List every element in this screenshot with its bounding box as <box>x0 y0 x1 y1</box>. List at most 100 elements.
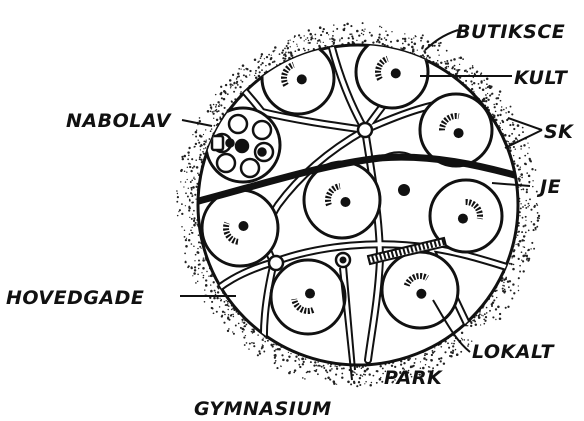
stipple-dot <box>260 64 262 66</box>
stipple-dot <box>244 344 246 346</box>
stipple-dot <box>352 37 354 39</box>
stipple-dot <box>197 252 199 254</box>
stipple-dot <box>334 365 336 367</box>
stipple-dot <box>271 55 272 56</box>
stipple-dot <box>310 37 312 39</box>
stipple-dot <box>188 239 190 241</box>
stipple-dot <box>255 72 257 74</box>
stipple-dot <box>522 188 524 190</box>
stipple-dot <box>455 73 457 75</box>
stipple-dot <box>297 46 298 47</box>
stipple-dot <box>191 180 193 182</box>
stipple-dot <box>326 32 328 34</box>
stipple-dot <box>380 38 382 40</box>
stipple-dot <box>208 276 209 277</box>
stipple-dot <box>215 294 217 296</box>
stipple-dot <box>197 248 198 249</box>
facility-dot <box>297 74 307 84</box>
stipple-dot <box>192 275 193 276</box>
stipple-dot <box>224 312 226 314</box>
stipple-dot <box>447 342 449 344</box>
stipple-dot <box>533 248 535 250</box>
stipple-dot <box>325 378 327 380</box>
stipple-dot <box>194 266 196 268</box>
stipple-dot <box>196 130 197 131</box>
stipple-dot <box>427 55 429 57</box>
stipple-dot <box>263 351 265 353</box>
stipple-dot <box>186 172 187 173</box>
stipple-dot <box>502 290 504 292</box>
stipple-dot <box>483 98 486 101</box>
stipple-dot <box>481 82 483 84</box>
stipple-dot <box>242 64 245 67</box>
stipple-dot <box>330 365 332 367</box>
stipple-dot <box>213 118 214 119</box>
stipple-dot <box>280 365 281 366</box>
stipple-dot <box>346 23 349 26</box>
stipple-dot <box>497 114 499 116</box>
stipple-dot <box>452 350 454 352</box>
stipple-dot <box>260 56 262 58</box>
stipple-dot <box>364 28 365 29</box>
stipple-dot <box>339 40 340 41</box>
stipple-dot <box>194 260 195 261</box>
stipple-dot <box>447 66 449 68</box>
stipple-dot <box>504 289 506 291</box>
label-jernbane: JE <box>536 176 561 198</box>
stipple-dot <box>249 74 250 75</box>
stipple-dot <box>420 40 422 42</box>
stipple-dot <box>237 72 239 74</box>
stipple-dot <box>533 223 536 226</box>
stipple-dot <box>253 345 255 347</box>
stipple-dot <box>513 155 514 156</box>
stipple-dot <box>190 163 191 164</box>
stipple-dot <box>319 26 322 29</box>
stipple-dot <box>333 24 334 25</box>
stipple-dot <box>293 41 294 42</box>
stipple-dot <box>201 247 202 248</box>
stipple-dot <box>500 109 502 111</box>
stipple-dot <box>286 45 288 47</box>
stipple-dot <box>205 284 208 287</box>
stipple-dot <box>530 209 532 211</box>
stipple-dot <box>384 37 386 39</box>
stipple-dot <box>519 176 520 177</box>
stipple-dot <box>489 95 491 97</box>
stipple-dot <box>316 369 318 371</box>
stipple-dot <box>486 78 489 81</box>
stipple-dot <box>472 67 474 69</box>
stipple-dot <box>518 169 520 171</box>
stipple-dot <box>520 203 521 204</box>
stipple-dot <box>350 25 352 27</box>
stipple-dot <box>273 61 275 63</box>
stipple-dot <box>450 355 453 358</box>
stipple-dot <box>241 319 243 321</box>
stipple-dot <box>200 149 201 150</box>
stipple-dot <box>513 250 515 252</box>
stipple-dot <box>511 113 513 115</box>
stipple-dot <box>233 91 235 93</box>
stipple-dot <box>382 43 384 45</box>
stipple-dot <box>522 131 524 133</box>
stipple-dot <box>414 43 417 46</box>
stipple-dot <box>461 332 463 334</box>
stipple-dot <box>177 196 179 198</box>
stipple-dot <box>512 268 515 271</box>
stipple-dot <box>336 368 338 370</box>
stipple-dot <box>454 65 456 67</box>
stipple-dot <box>290 52 292 54</box>
stipple-dot <box>532 180 533 181</box>
stipple-dot <box>329 38 331 40</box>
stipple-dot <box>503 282 504 283</box>
stipple-dot <box>478 83 480 85</box>
stipple-dot <box>235 325 237 327</box>
stipple-dot <box>515 137 517 139</box>
stipple-dot <box>502 129 503 130</box>
stipple-dot <box>237 84 239 86</box>
stipple-dot <box>535 169 537 171</box>
stipple-dot <box>486 83 488 85</box>
stipple-dot <box>213 297 216 300</box>
stipple-dot <box>529 158 531 160</box>
stipple-dot <box>367 368 369 370</box>
stipple-dot <box>319 365 321 367</box>
